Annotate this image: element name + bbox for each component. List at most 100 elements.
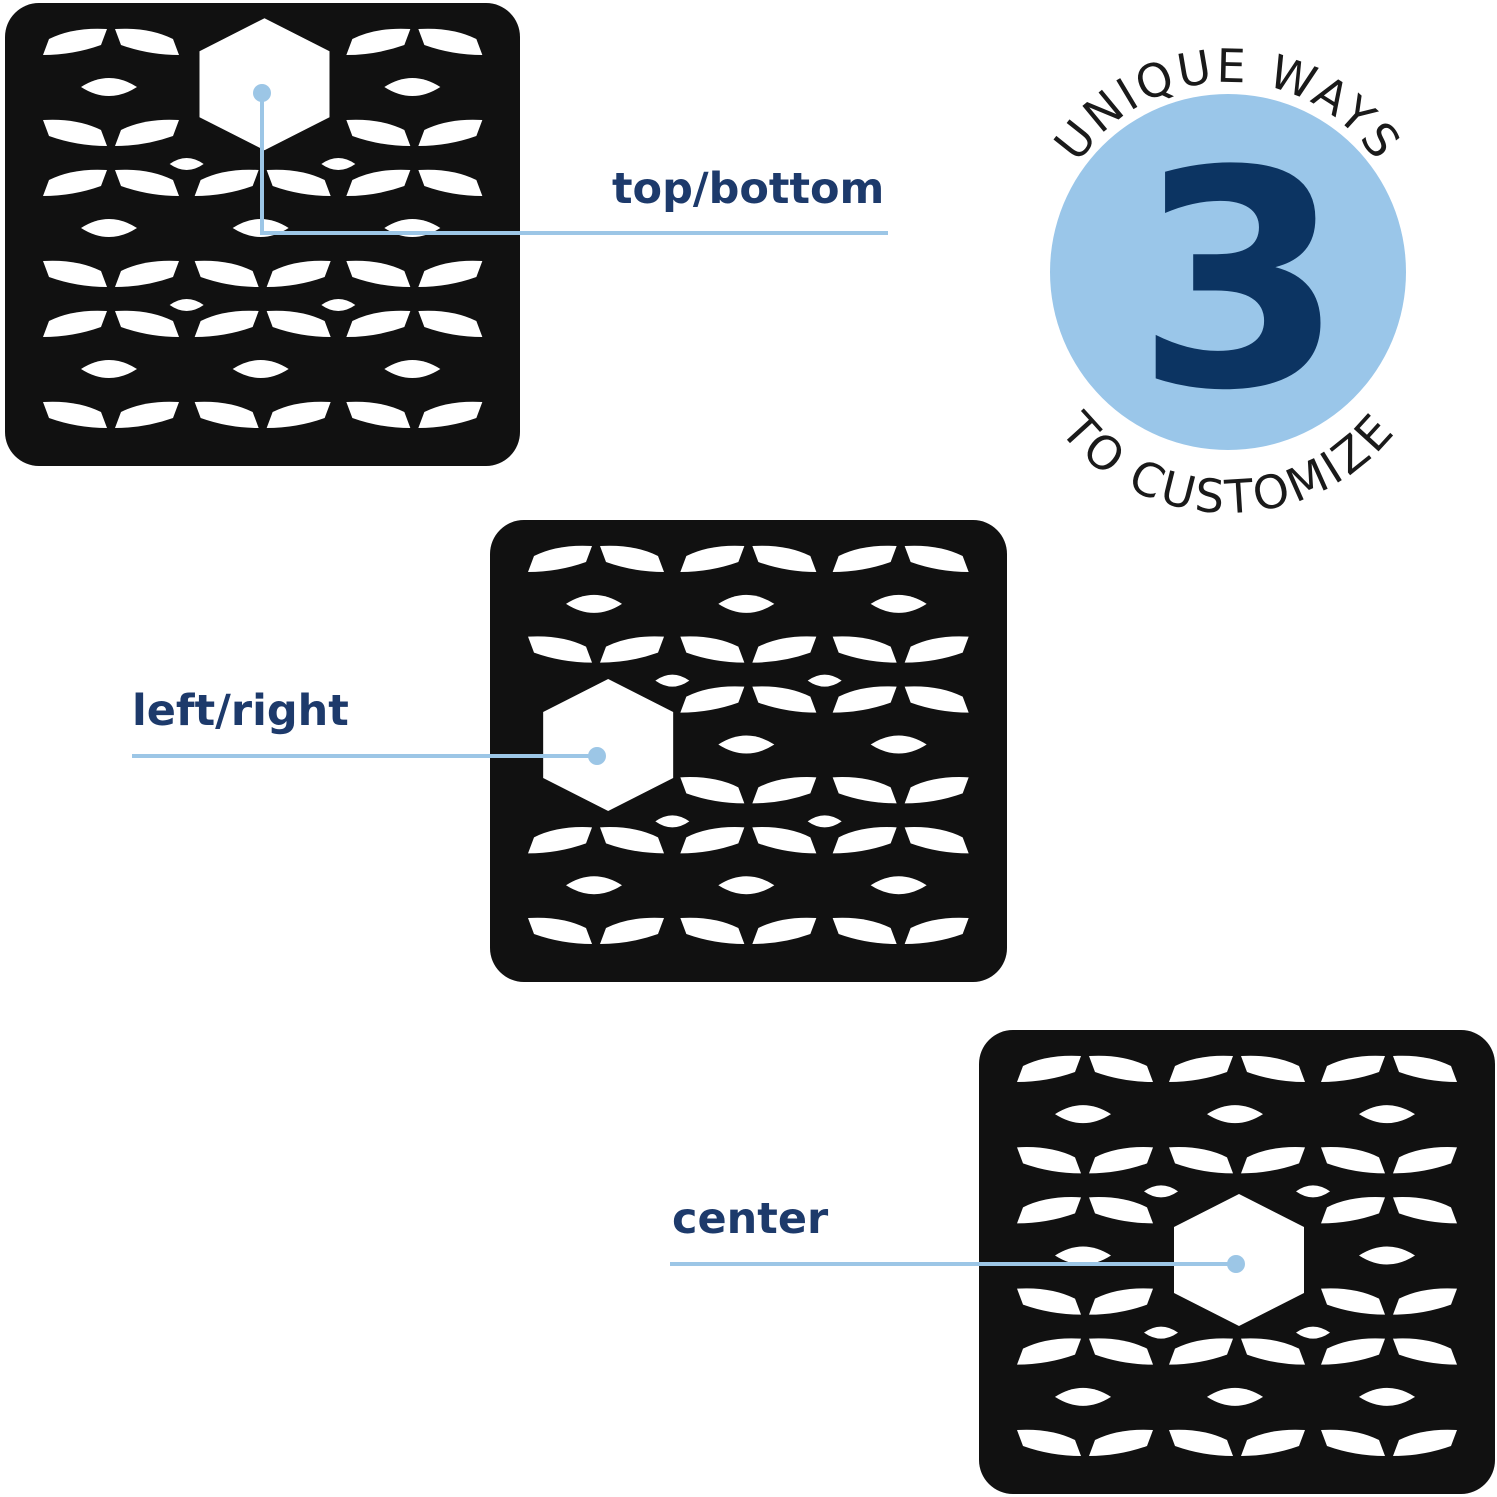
diamond-cutout [870,876,927,895]
diamond-cutout [81,219,137,238]
leaf-cutout [904,917,969,944]
leaf-cutout [346,260,411,287]
diamond-cutout [807,815,842,828]
diamond-cutout [1055,1387,1111,1406]
leaf-cutout [1169,1055,1233,1082]
leaf-cutout [1089,1338,1153,1365]
diamond-cutout [870,735,927,754]
mat-cutouts [1017,1055,1457,1456]
callout-label-left-right: left/right [132,686,349,736]
diamond-cutout [566,594,622,613]
diamond-cutout [1055,1246,1111,1265]
leaf-cutout [43,119,107,146]
leaf-cutout [680,777,745,804]
leaf-cutout [1321,1147,1385,1174]
leaf-cutout [1017,1338,1081,1365]
leaf-cutout [266,401,331,428]
diamond-cutout [718,876,775,895]
leaf-cutout [1017,1055,1081,1082]
leaf-cutout [680,636,745,663]
diamond-cutout [1207,1105,1263,1124]
leaf-cutout [1321,1055,1385,1082]
diamond-cutout [1296,1326,1330,1339]
diamond-cutout [1144,1185,1178,1198]
diamond-cutout [1207,1387,1263,1406]
leaf-cutout [528,827,592,854]
diamond-cutout [718,594,775,613]
callout-leader-center [670,1262,1236,1266]
leaf-cutout [1393,1197,1457,1224]
diamond-cutout [81,360,137,379]
badge-3-unique-ways: 3 UNIQUE WAYS TO CUSTOMIZE [1044,39,1410,520]
leaf-cutout [1169,1338,1233,1365]
leaf-cutout [904,827,969,854]
leaf-cutout [832,636,897,663]
leaf-cutout [904,686,969,713]
leaf-cutout [115,119,179,146]
leaf-cutout [680,917,745,944]
leaf-cutout [266,310,331,337]
leaf-cutout [1169,1147,1233,1174]
mat-cutouts [43,18,483,428]
diamond-cutout [81,78,137,97]
leaf-cutout [600,827,664,854]
leaf-cutout [194,401,259,428]
callout-leader-vertical-top-bottom [260,93,264,234]
leaf-cutout [1089,1288,1153,1315]
leaf-cutout [1321,1429,1385,1456]
leaf-cutout [832,917,897,944]
diamond-cutout [1359,1387,1415,1406]
leaf-cutout [1089,1197,1153,1224]
leaf-cutout [115,401,179,428]
badge-circle [1050,94,1406,450]
leaf-cutout [418,260,483,287]
leaf-cutout [43,28,107,55]
diamond-cutout [1296,1185,1330,1198]
diamond-cutout [321,299,356,311]
leaf-cutout [600,636,664,663]
diamond-cutout [384,360,441,379]
callout-leader-top-bottom [260,231,888,235]
leaf-cutout [418,119,483,146]
leaf-cutout [1321,1197,1385,1224]
leaf-cutout [752,545,817,572]
leaf-cutout [1089,1055,1153,1082]
diamond-cutout [321,158,356,170]
leaf-cutout [1321,1288,1385,1315]
leaf-cutout [1241,1338,1305,1365]
callout-dot-center [1227,1255,1245,1273]
diamond-cutout [1359,1105,1415,1124]
mat-left-right [490,520,1007,982]
leaf-cutout [194,260,259,287]
diamond-cutout [655,674,690,687]
diamond-cutout [232,360,289,379]
leaf-cutout [1089,1429,1153,1456]
leaf-cutout [266,260,331,287]
leaf-cutout [1393,1338,1457,1365]
callout-leader-left-right [132,754,598,758]
leaf-cutout [115,169,179,196]
leaf-cutout [418,310,483,337]
leaf-cutout [752,917,817,944]
leaf-cutout [1393,1429,1457,1456]
leaf-cutout [600,545,664,572]
leaf-cutout [194,169,259,196]
diamond-cutout [1055,1105,1111,1124]
leaf-cutout [1017,1147,1081,1174]
leaf-cutout [1393,1055,1457,1082]
callout-label-top-bottom: top/bottom [612,164,885,214]
leaf-cutout [1321,1338,1385,1365]
leaf-cutout [1241,1429,1305,1456]
leaf-cutout [904,636,969,663]
leaf-cutout [418,28,483,55]
diamond-cutout [169,158,204,170]
leaf-cutout [1241,1055,1305,1082]
mat-cutouts [528,545,969,944]
leaf-cutout [1169,1429,1233,1456]
leaf-cutout [1241,1147,1305,1174]
hexagon-cutout [543,679,674,811]
leaf-cutout [1393,1288,1457,1315]
diamond-cutout [1359,1246,1415,1265]
leaf-cutout [43,169,107,196]
leaf-cutout [528,917,592,944]
